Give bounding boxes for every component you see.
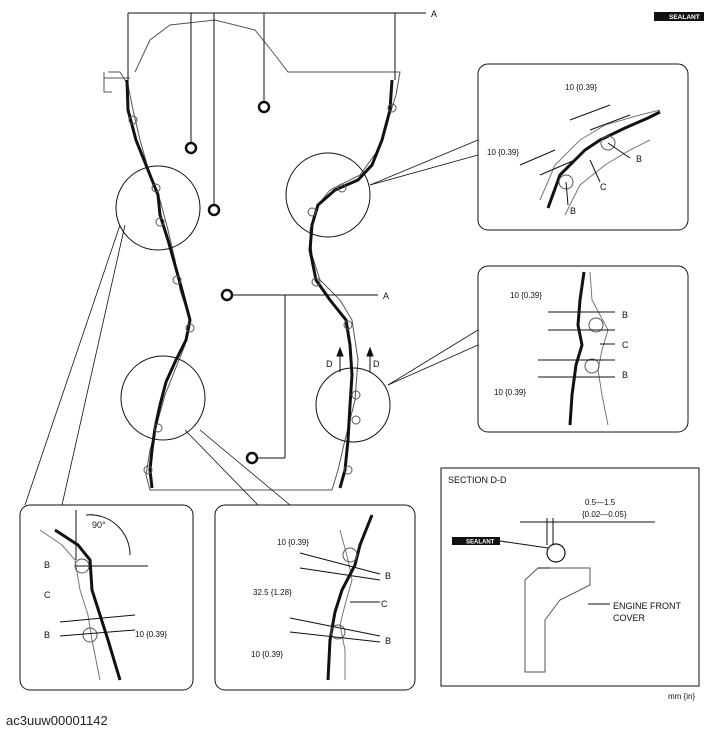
detail-circles <box>115 152 391 443</box>
detail-box-bottom-left <box>19 504 194 691</box>
gap-range-mm: 0.5—1.5 <box>585 498 616 507</box>
small-holes <box>128 103 397 475</box>
label-b-tr2: B <box>570 206 576 216</box>
dim-bm-lower: 10 {0.39} <box>251 650 283 659</box>
bolt-holes <box>184 100 271 465</box>
dim-top-right-lower: 10 {0.39} <box>487 148 519 157</box>
section-d-d-box: SEALANT <box>440 467 700 687</box>
leader-lines-a <box>127 12 426 459</box>
detail-box-middle-right <box>477 265 689 433</box>
angle-90: 90° <box>92 520 106 530</box>
label-b-bm2: B <box>385 636 391 646</box>
label-b-mr2: B <box>622 370 628 380</box>
sealant-badge-top: SEALANT <box>654 12 704 21</box>
label-c-tr: C <box>600 182 607 192</box>
label-b-bm1: B <box>385 571 391 581</box>
label-b-bl2: B <box>44 630 50 640</box>
label-d-left: D <box>326 359 333 369</box>
label-c-mr: C <box>622 340 629 350</box>
detail-box-bottom-middle <box>214 504 416 691</box>
label-d-right: D <box>373 359 380 369</box>
label-c-bl: C <box>44 590 51 600</box>
dim-top-right-upper: 10 {0.39} <box>565 83 597 92</box>
label-b-bl1: B <box>44 560 50 570</box>
label-a-top: A <box>431 9 437 19</box>
dim-bottom-left: 10 {0.39} <box>135 630 167 639</box>
label-b-mr1: B <box>622 310 628 320</box>
dim-mid-right-lower: 10 {0.39} <box>494 388 526 397</box>
detail-box-top-right <box>477 63 689 231</box>
label-b-tr1: B <box>636 154 642 164</box>
dim-bm-32: 32.5 {1.28} <box>253 588 292 597</box>
engine-front-cover-outline <box>103 19 401 491</box>
units-label: mm {in} <box>668 692 695 701</box>
engine-front-cover-line1: ENGINE FRONT <box>613 601 682 611</box>
gap-range-in: {0.02—0.05} <box>582 510 627 519</box>
svg-text:SEALANT: SEALANT <box>466 540 495 546</box>
engine-front-cover-sealant-diagram: A A D D SEALANT <box>19 9 704 701</box>
section-mark-d <box>336 346 374 372</box>
dim-mid-right-upper: 10 {0.39} <box>510 291 542 300</box>
sealant-bead-right <box>308 79 394 489</box>
dim-bm-upper: 10 {0.39} <box>277 538 309 547</box>
sealant-bead-left <box>125 79 192 489</box>
label-a-mid: A <box>383 291 389 301</box>
detail-connectors <box>24 139 479 506</box>
svg-text:SEALANT: SEALANT <box>669 14 700 21</box>
figure-id-caption: ac3uuw00001142 <box>6 713 108 728</box>
engine-front-cover-line2: COVER <box>613 613 646 623</box>
label-c-bm: C <box>381 599 388 609</box>
section-title: SECTION D-D <box>448 475 507 485</box>
